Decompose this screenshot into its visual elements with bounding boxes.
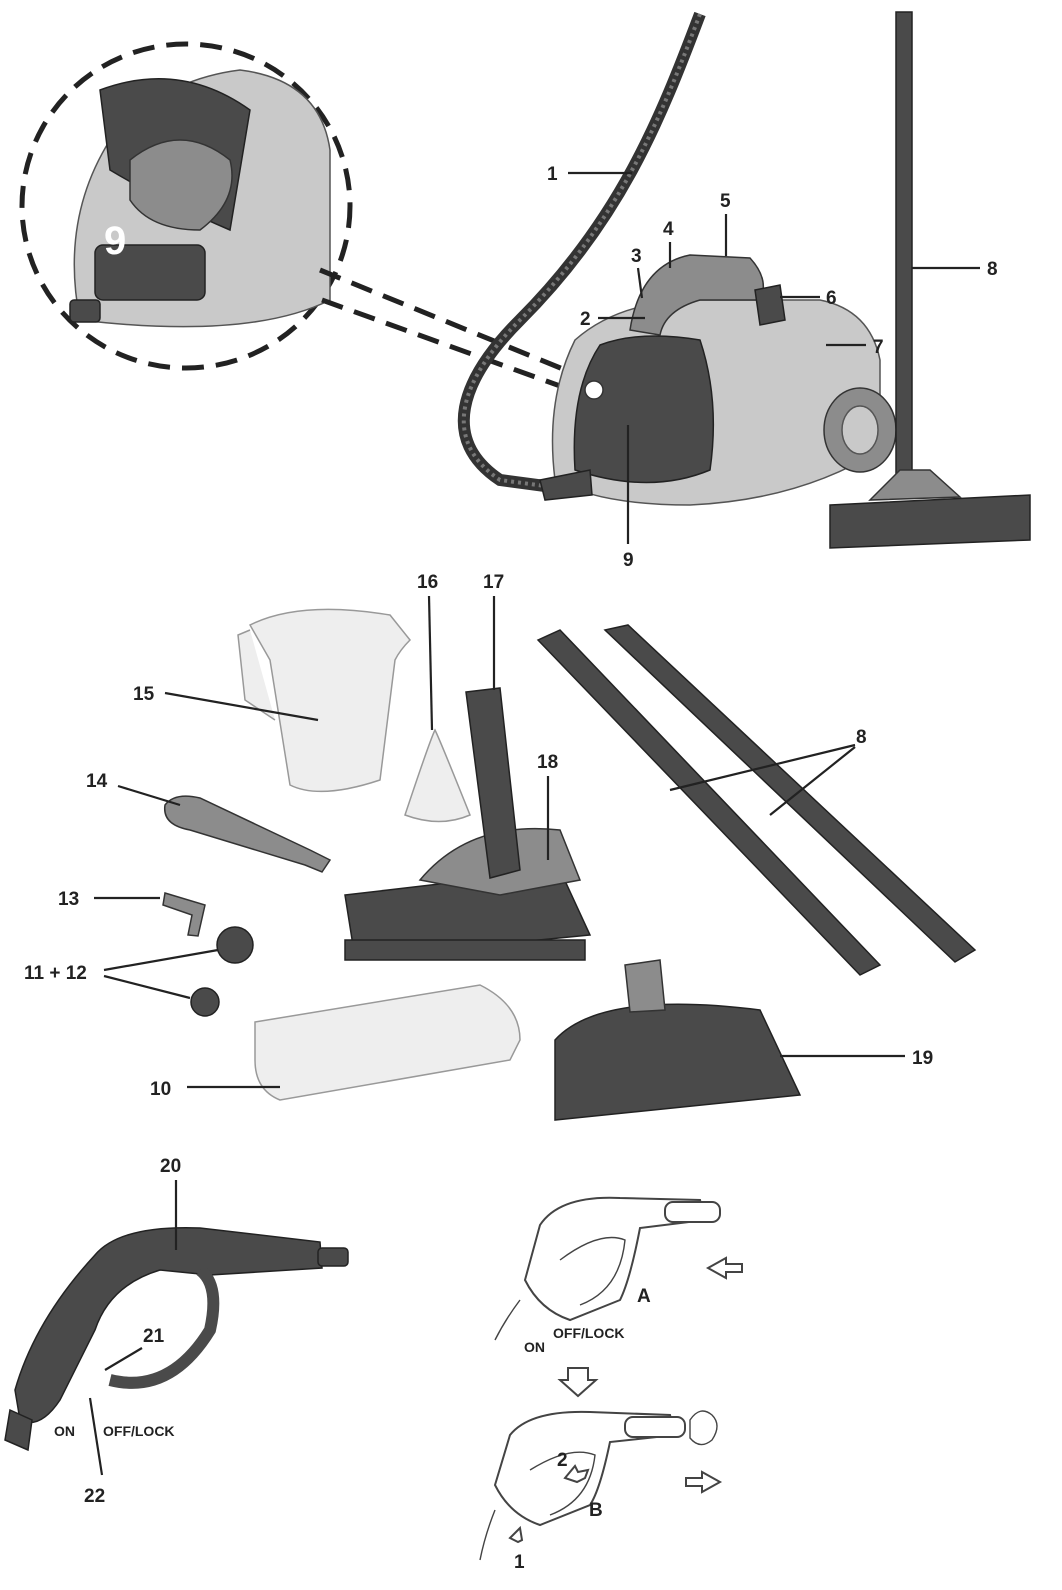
hand-grip-connector	[4, 1408, 33, 1452]
floor-brush-bristles	[344, 939, 586, 961]
label-5: 5	[720, 191, 731, 212]
unit-front-panel	[573, 335, 715, 484]
label-1: 1	[547, 164, 558, 185]
label-22: 22	[84, 1486, 105, 1507]
sketch-letter-a: A	[637, 1286, 651, 1307]
leader-15	[164, 691, 319, 722]
sketch-step-1: 1	[514, 1552, 525, 1573]
nozzle-14	[163, 795, 332, 873]
sketch-a-barrel	[664, 1201, 721, 1223]
inset-detail: 9	[19, 41, 586, 398]
sketch-down-arrow-icon	[557, 1367, 599, 1398]
sketch-a-hose	[494, 1299, 521, 1341]
safety-cap-6	[754, 284, 786, 326]
sketch-a-grip	[523, 1196, 707, 1322]
label-2: 2	[580, 309, 591, 330]
sketch-b-trigger	[529, 1451, 596, 1516]
sketch-letter-b: B	[589, 1500, 603, 1521]
hose-connector	[539, 469, 593, 501]
leader-3	[636, 267, 644, 299]
label-18: 18	[537, 752, 558, 773]
inset-tank-cap	[129, 139, 233, 231]
leader-14	[117, 784, 181, 807]
lock-sketch-a: A ON OFF/LOCK	[494, 1196, 743, 1398]
leader-21	[104, 1347, 143, 1371]
measuring-cup-15	[248, 608, 412, 793]
label-21: 21	[143, 1326, 165, 1347]
accessories	[162, 608, 977, 1121]
label-10: 10	[150, 1079, 171, 1100]
label-20: 20	[160, 1156, 181, 1177]
sketch-step-2: 2	[557, 1450, 568, 1471]
label-19: 19	[912, 1048, 933, 1069]
floor-brush-joint	[868, 469, 962, 501]
leader-11	[103, 948, 219, 972]
label-8-top: 8	[987, 259, 998, 280]
label-6: 6	[826, 288, 837, 309]
hand-grip-body	[14, 1226, 323, 1424]
round-brush-small	[190, 987, 220, 1017]
label-offlock-left: OFF/LOCK	[103, 1423, 175, 1439]
unit-wheel-hub	[841, 405, 879, 455]
sketch-b-steam-puff-icon	[689, 1410, 718, 1446]
sketch-b-small-arrow-icon	[563, 1464, 590, 1484]
inset-cavity	[94, 244, 206, 301]
inset-connector-line-upper	[319, 267, 586, 381]
sketch-a-offlock: OFF/LOCK	[553, 1325, 625, 1341]
label-14: 14	[86, 771, 108, 792]
label-13: 13	[58, 889, 79, 910]
label-8-poles: 8	[856, 727, 867, 748]
steam-hose-ribbing	[461, 13, 702, 490]
extension-pole-b	[603, 624, 977, 963]
sketch-b-hose	[479, 1509, 496, 1561]
label-11-12: 11 + 12	[24, 963, 87, 984]
label-17: 17	[483, 572, 504, 593]
leader-22	[88, 1397, 104, 1476]
inset-label-9: 9	[104, 219, 126, 263]
leader-8-pole-a	[669, 743, 856, 792]
extension-pole-a	[536, 629, 882, 976]
hand-grip-trigger-loop	[108, 1265, 220, 1389]
inset-connector-line-lower	[321, 297, 586, 398]
hand-grip	[4, 1226, 349, 1452]
label-15: 15	[133, 684, 155, 705]
sketch-a-arrow-left-icon	[705, 1256, 743, 1280]
label-16: 16	[417, 572, 438, 593]
sketch-a-on: ON	[524, 1339, 545, 1355]
floor-brush-standing	[829, 494, 1031, 549]
inset-dashed-circle	[19, 41, 353, 371]
window-nozzle-19	[554, 1003, 802, 1121]
inset-connector	[69, 299, 101, 323]
round-brush-large	[216, 926, 254, 964]
steam-cleaner-main-unit	[457, 11, 1031, 549]
hand-grip-nozzle-end	[317, 1247, 349, 1267]
sketch-b-grip	[493, 1410, 677, 1527]
accessory-labels: 15 16 17 18 8 14 13 11 + 12 10 19	[24, 572, 933, 1100]
sketch-b-arrow-right-icon	[685, 1470, 723, 1494]
window-nozzle-neck	[624, 959, 666, 1013]
label-7: 7	[873, 337, 884, 358]
funnel-16	[404, 728, 471, 823]
unit-indicator-light	[584, 380, 604, 400]
main-unit-labels: 1 5 4 3 2 6 7 8 9	[547, 164, 998, 571]
unit-handle	[629, 254, 765, 336]
lock-sketch-b: 2 B 1	[479, 1410, 723, 1573]
brush-neck-17	[465, 687, 521, 879]
leader-12	[103, 974, 191, 1000]
sketch-b-up-arrow-icon	[508, 1525, 524, 1544]
sketch-b-barrel	[624, 1416, 686, 1438]
label-9-main: 9	[623, 550, 634, 571]
label-3: 3	[631, 246, 642, 267]
sketch-a-trigger	[559, 1236, 626, 1306]
hand-grip-labels: 20 21 ON OFF/LOCK 22	[54, 1156, 181, 1507]
leader-8-pole-b	[769, 746, 856, 816]
angle-piece-13	[162, 892, 206, 937]
label-on-left: ON	[54, 1423, 75, 1439]
label-4: 4	[663, 219, 674, 240]
extension-pole-standing	[895, 11, 913, 483]
leader-16	[427, 595, 434, 731]
cleaning-cloth-10	[254, 984, 521, 1101]
